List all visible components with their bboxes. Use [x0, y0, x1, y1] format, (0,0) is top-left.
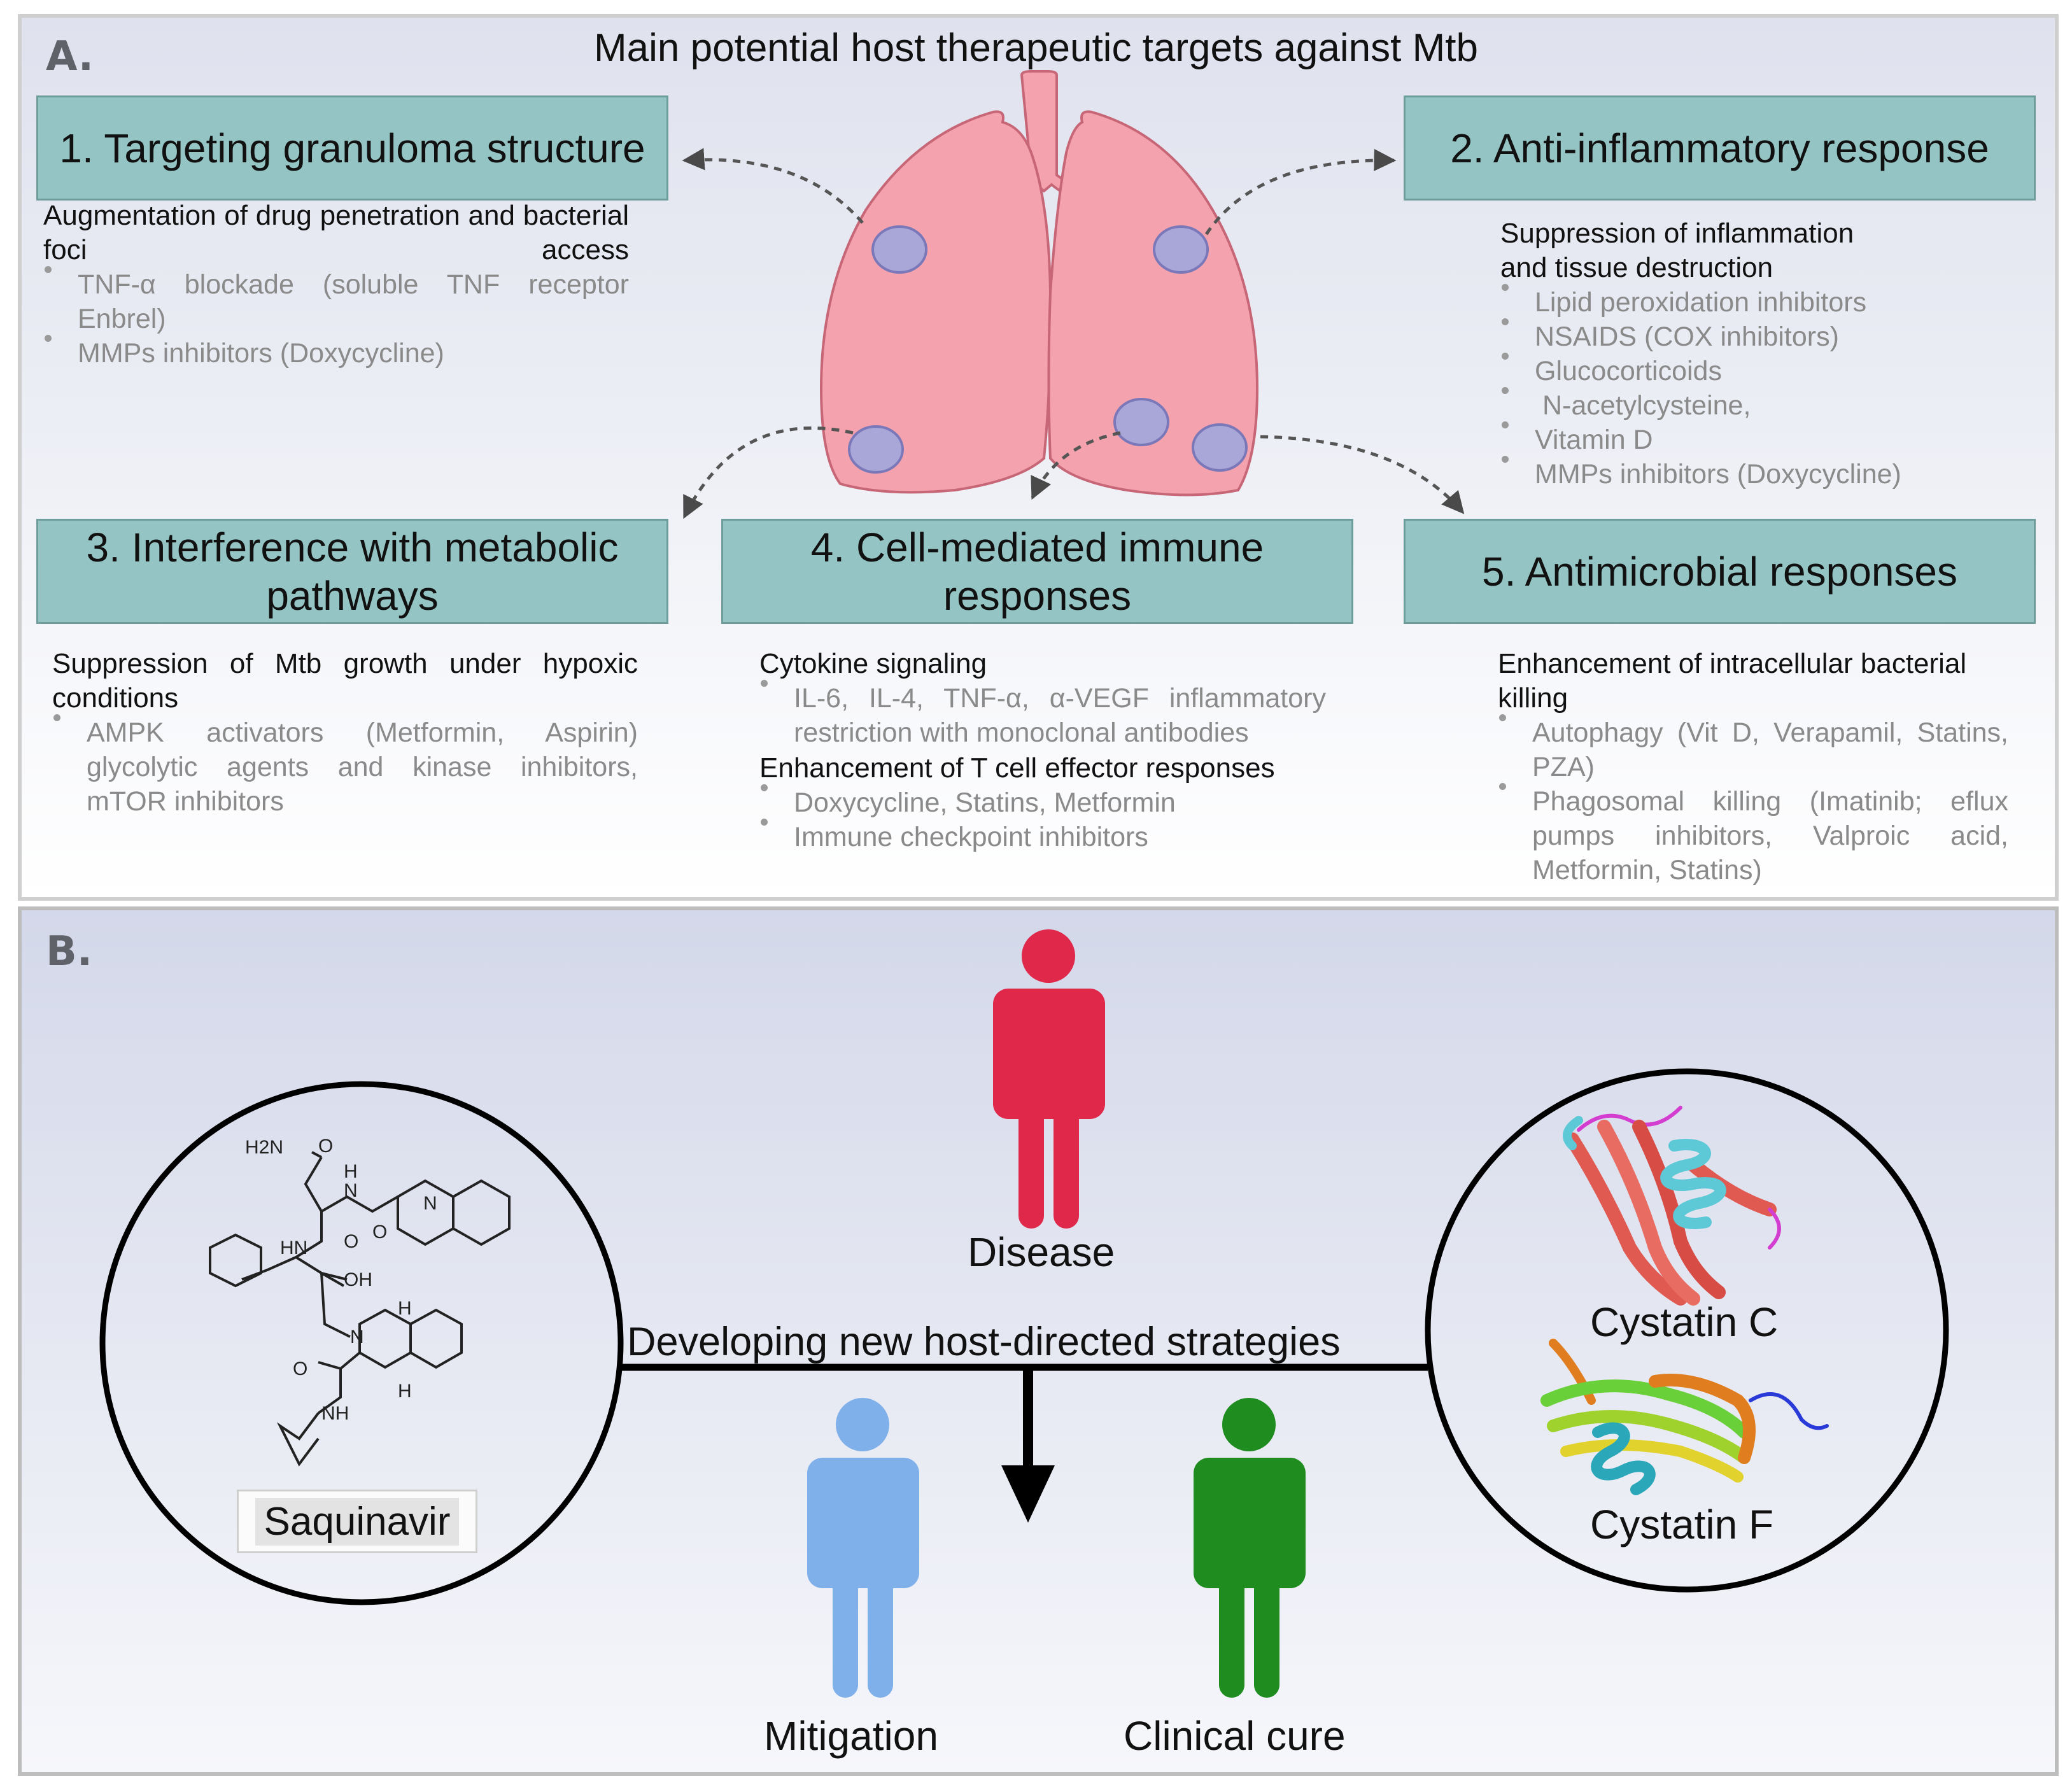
saquinavir-label: Saquinavir	[255, 1497, 460, 1546]
target-4-subtitle-2: Enhancement of T cell effector responses	[759, 752, 1275, 784]
down-arrow-head	[1001, 1465, 1055, 1523]
target-box-2: 2. Anti-inflammatory response	[1404, 95, 2036, 201]
atom-label: N	[344, 1180, 358, 1201]
list-item: AMPK activators (Metformin, Aspirin) gly…	[52, 714, 638, 819]
target-box-4-title: 4. Cell-mediated immune responses	[810, 524, 1264, 619]
cystatin-f-ribbon	[1540, 1339, 1829, 1495]
target-box-1: 1. Targeting granuloma structure	[36, 95, 668, 201]
granuloma-1	[871, 225, 927, 274]
cystatin-f-label: Cystatin F	[1590, 1502, 1774, 1547]
target-box-3-title: 3. Interference with metabolic pathways	[86, 524, 619, 619]
atom-label: O	[372, 1222, 387, 1243]
disease-person-icon	[993, 929, 1105, 1229]
list-item: Doxycycline, Statins, Metformin	[759, 784, 1326, 820]
disease-label: Disease	[968, 1229, 1115, 1275]
list-item: TNF-α blockade (soluble TNF receptor Enb…	[43, 266, 629, 336]
atom-label: NH	[321, 1403, 349, 1424]
cystatin-c-ribbon	[1563, 1106, 1781, 1306]
atom-label: H	[398, 1381, 412, 1402]
list-item: MMPs inhibitors (Doxycycline)	[1500, 456, 2035, 491]
atom-label: HN	[280, 1237, 307, 1258]
list-item: N-acetylcysteine,	[1500, 387, 2035, 423]
atom-label: O	[293, 1358, 307, 1379]
arrow-to-box-1	[682, 148, 864, 224]
list-item: IL-6, IL-4, TNF-α, α-VEGF inflammatory r…	[759, 680, 1326, 750]
clinical-cure-label: Clinical cure	[1124, 1713, 1346, 1759]
arrow-to-box-3	[682, 426, 854, 519]
granuloma-2	[1153, 225, 1209, 274]
left-lung	[819, 110, 1052, 494]
target-3-list: AMPK activators (Metformin, Aspirin) gly…	[52, 714, 638, 819]
target-box-5-title: 5. Antimicrobial responses	[1481, 548, 1958, 595]
strategy-label: Developing new host-directed strategies	[627, 1320, 1341, 1364]
granuloma-3	[848, 425, 904, 474]
target-box-2-title: 2. Anti-inflammatory response	[1450, 125, 1989, 171]
target-4-list-2: Doxycycline, Statins, Metformin Immune c…	[759, 784, 1326, 854]
granuloma-5	[1192, 423, 1248, 472]
cure-person-icon	[1194, 1398, 1306, 1698]
target-box-4: 4. Cell-mediated immune responses	[721, 519, 1353, 624]
saquinavir-label-box: Saquinavir	[237, 1490, 477, 1553]
target-2-list: Lipid peroxidation inhibitors NSAIDS (CO…	[1500, 284, 2035, 491]
target-4-subtitle-1: Cytokine signaling	[759, 648, 987, 679]
saquinavir-structure	[209, 1151, 511, 1467]
mitigation-label: Mitigation	[764, 1713, 938, 1759]
target-box-5: 5. Antimicrobial responses	[1404, 519, 2036, 624]
panel-a-label: A.	[46, 33, 94, 80]
list-item: Immune checkpoint inhibitors	[759, 819, 1326, 854]
arrow-to-box-5	[1260, 435, 1465, 514]
atom-label: N	[423, 1193, 437, 1214]
atom-label: N	[350, 1327, 364, 1348]
target-box-3: 3. Interference with metabolic pathways	[36, 519, 668, 624]
granuloma-4	[1113, 398, 1169, 446]
list-item: Phagosomal killing (Imatinib; eflux pump…	[1498, 783, 2008, 887]
atom-label: H	[398, 1298, 412, 1319]
atom-label: H	[344, 1161, 358, 1182]
list-item: Vitamin D	[1500, 421, 2035, 457]
list-item: NSAIDS (COX inhibitors)	[1500, 318, 2035, 354]
target-3-subtitle: Suppression of Mtb growth under hypoxic …	[52, 648, 638, 714]
target-1-subtitle: Augmentation of drug penetration and bac…	[43, 200, 629, 265]
panel-b-label: B.	[46, 928, 93, 975]
list-item: Glucocorticoids	[1500, 353, 2035, 388]
target-4-list-1: IL-6, IL-4, TNF-α, α-VEGF inflammatory r…	[759, 680, 1326, 750]
atom-label: H2N	[245, 1137, 283, 1158]
mitigation-person-icon	[807, 1398, 919, 1698]
saquinavir-circle	[99, 1081, 624, 1605]
target-box-1-title: 1. Targeting granuloma structure	[59, 125, 645, 171]
atom-label: OH	[344, 1269, 372, 1290]
cystatin-c-label: Cystatin C	[1590, 1299, 1779, 1345]
target-2-subtitle: Suppression of inflammation and tissue d…	[1500, 218, 1854, 283]
right-lung	[1047, 110, 1259, 497]
main-title: Main potential host therapeutic targets …	[594, 26, 1478, 70]
list-item: MMPs inhibitors (Doxycycline)	[43, 335, 629, 370]
target-5-list: Autophagy (Vit D, Verapamil, Statins, PZ…	[1498, 714, 2008, 887]
list-item: Lipid peroxidation inhibitors	[1500, 284, 2035, 320]
atom-label: O	[318, 1136, 333, 1157]
arrow-to-box-4	[1031, 431, 1121, 500]
list-item: Autophagy (Vit D, Verapamil, Statins, PZ…	[1498, 714, 2008, 784]
cystatin-circle	[1425, 1068, 1949, 1593]
target-5-subtitle: Enhancement of intracellular bacterial k…	[1498, 648, 1967, 714]
target-1-list: TNF-α blockade (soluble TNF receptor Enb…	[43, 266, 629, 370]
atom-label: O	[344, 1231, 358, 1252]
